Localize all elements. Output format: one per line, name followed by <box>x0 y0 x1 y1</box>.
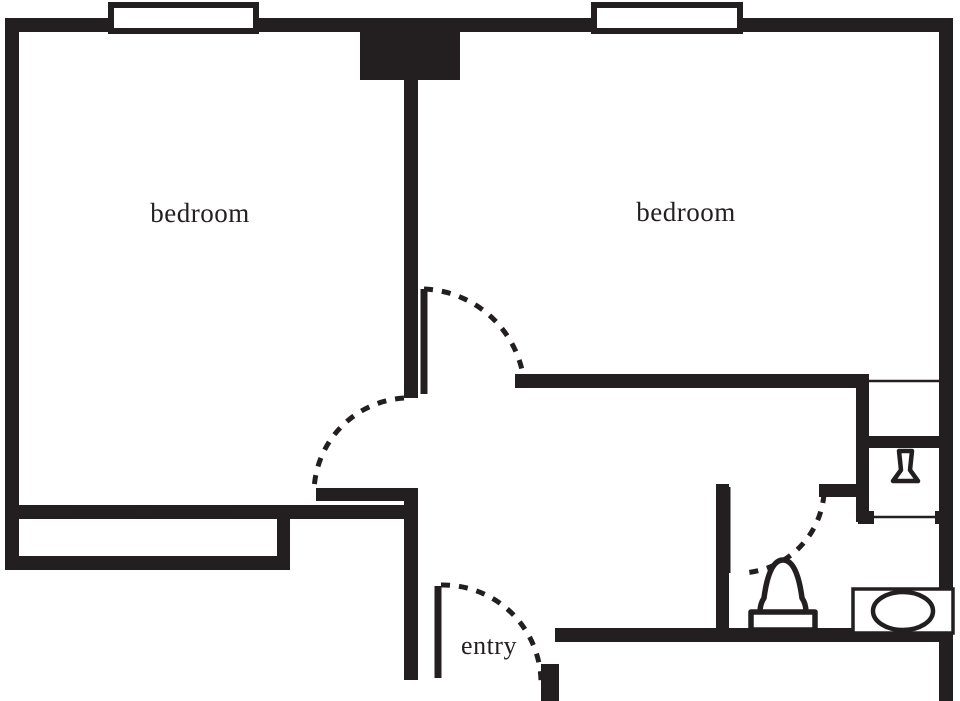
bedroom-left-door[interactable] <box>311 393 411 492</box>
bedroom-divider-wall <box>404 80 418 398</box>
bedroom-right-door[interactable] <box>420 286 527 394</box>
toilet <box>748 557 818 633</box>
closet-panel-mid <box>140 508 154 518</box>
sink-vanity <box>851 587 955 635</box>
bath-door-jamb-stub <box>819 484 860 497</box>
west-wall <box>5 18 19 570</box>
closet-panel-right <box>233 505 291 519</box>
linen-divider-wall <box>856 436 953 448</box>
room-label-bedroom-right: bedroom <box>636 197 735 227</box>
linen-jamb-right <box>935 511 953 524</box>
closet-panel-left <box>16 505 72 519</box>
sink-basin <box>870 589 936 633</box>
entry-threshold-stub <box>541 664 559 701</box>
hall-south-wall <box>555 628 945 642</box>
closet-east-wall <box>277 505 290 570</box>
bedroom-left-door-arc <box>311 395 405 492</box>
wall-fixture <box>890 448 921 484</box>
closet-south-wall <box>5 556 290 570</box>
window-left-bedroom <box>108 2 259 34</box>
bedroom-right-door-arc <box>423 286 527 382</box>
entry-door-arc <box>440 582 544 683</box>
room-label-bedroom-left: bedroom <box>150 198 249 228</box>
entry-door[interactable] <box>434 582 544 683</box>
window-right-bedroom <box>591 2 743 34</box>
hall-north-wall <box>515 374 859 388</box>
closet-sliding-doors <box>16 505 291 519</box>
bathroom-door[interactable] <box>723 487 827 576</box>
door-jamb-stubs <box>541 484 953 701</box>
bathroom-door-arc <box>741 493 827 576</box>
toilet-tank <box>748 609 818 633</box>
room-label-entry: entry <box>461 631 517 660</box>
chimney-block <box>360 30 460 80</box>
closet-partition <box>404 490 418 680</box>
wall-fixture-icon <box>890 448 921 484</box>
closet-head-wall <box>316 488 418 501</box>
windows <box>108 2 743 34</box>
east-wall <box>939 18 953 701</box>
linen-jamb-left <box>858 511 874 524</box>
